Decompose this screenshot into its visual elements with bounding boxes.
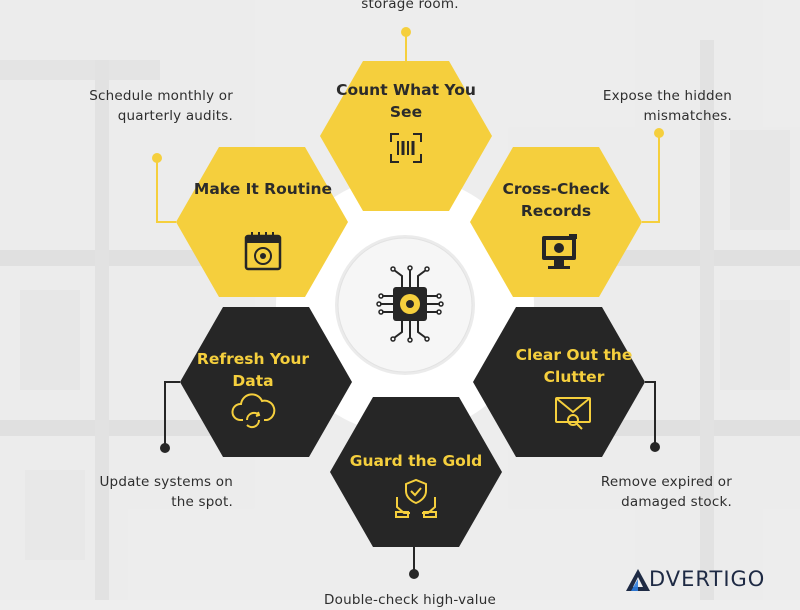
brand-logo: DVERTIGO: [625, 567, 790, 593]
mail-search-icon: [555, 397, 591, 430]
brand-triangle-icon: [626, 569, 650, 591]
hex-make-it-routine[interactable]: [176, 147, 348, 297]
desc-bottom-left: Update systems on the spot.: [99, 474, 233, 510]
computer-check-icon: [542, 234, 577, 269]
hex-title-guard-the-gold: Guard the Gold: [349, 452, 483, 470]
hex-cross-check-records[interactable]: [470, 147, 642, 297]
desc-top-left: Schedule monthly or quarterly audits.: [89, 88, 233, 124]
brand-name: DVERTIGO: [649, 567, 766, 591]
circuit-gear-icon: [376, 265, 444, 343]
protected-hands-icon: [395, 478, 437, 518]
hex-title-cross-check-records: Cross-Check Records: [502, 180, 610, 220]
barcode-scan-icon: [390, 133, 422, 163]
hex-guard-the-gold[interactable]: [330, 397, 502, 547]
connector-bottom: [409, 547, 419, 579]
hex-title-count-what-you-see: Count What You See: [336, 81, 476, 121]
connector-bottom-right: [645, 381, 660, 452]
hex-title-make-it-routine: Make It Routine: [193, 180, 333, 198]
connector-top-right: [642, 128, 664, 223]
connector-bottom-left: [160, 381, 180, 453]
calendar-cycle-icon: [244, 232, 282, 271]
hex-title-clear-out-the-clutter: Clear Out the Clutter: [515, 346, 633, 386]
connector-top-left: [152, 153, 176, 223]
hex-title-refresh-your-data: Refresh Your Data: [196, 350, 310, 390]
desc-top: storage room.: [361, 0, 459, 12]
hex-clear-out-the-clutter[interactable]: [473, 307, 645, 457]
cloud-sync-icon: [231, 393, 276, 429]
desc-bottom-right: Remove expired or damaged stock.: [600, 474, 732, 510]
hex-refresh-your-data[interactable]: [180, 307, 352, 457]
desc-bottom: Double-check high-value: [324, 592, 496, 608]
hex-count-what-you-see[interactable]: [320, 61, 492, 211]
connector-top: [401, 27, 411, 61]
desc-top-right: Expose the hidden mismatches.: [602, 88, 732, 124]
